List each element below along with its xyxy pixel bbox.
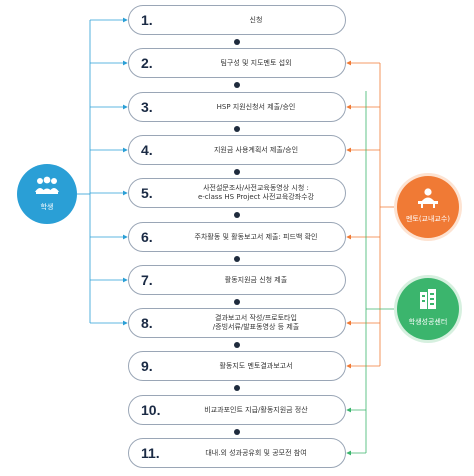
step-connector-dot [234, 81, 240, 88]
step-8: 8. 결과보고서 작성/프로토타입 /증빙서류/발표동영상 등 제출 [128, 308, 346, 338]
step-number: 8. [141, 315, 153, 331]
step-1: 1. 신청 [128, 5, 346, 35]
step-connector-dot [234, 168, 240, 175]
step-text: 대내.외 성과공유회 및 공모전 참여 [205, 448, 307, 457]
step-text: 지원금 사용계획서 제출/승인 [213, 145, 299, 154]
student-actor: 학생 [17, 164, 77, 224]
mentor-actor: 멘토(교내교수) [397, 176, 459, 238]
step-number: 1. [141, 12, 153, 28]
step-text: 팀구성 및 지도멘토 섭외 [220, 58, 292, 67]
step-connector-dot [234, 341, 240, 348]
step-7: 7. 활동지원금 신청 제출 [128, 265, 346, 295]
building-icon [420, 289, 436, 309]
step-6: 6. 주차활동 및 활동보고서 제출: 피드백 확인 [128, 222, 346, 252]
step-2: 2. 팀구성 및 지도멘토 섭외 [128, 48, 346, 78]
step-3: 3. HSP 지원신청서 제출/승인 [128, 92, 346, 122]
step-number: 4. [141, 142, 153, 158]
step-connector-dot [234, 384, 240, 391]
step-number: 2. [141, 55, 153, 71]
step-text: 활동지원금 신청 제출 [224, 275, 288, 284]
step-number: 9. [141, 358, 153, 374]
step-number: 10. [141, 402, 161, 418]
step-number: 7. [141, 272, 153, 288]
student-label: 학생 [40, 203, 54, 211]
step-text: 사전설문조사/사전교육동영상 시청 : e-class HS Project 사… [197, 184, 315, 201]
students-icon [35, 176, 59, 194]
center-actor: 학생성공센터 [397, 278, 459, 340]
step-text: 주차활동 및 활동보고서 제출: 피드백 확인 [194, 232, 318, 241]
step-text: 결과보고서 작성/프로토타입 /증빙서류/발표동영상 등 제출 [212, 314, 300, 331]
step-number: 5. [141, 185, 153, 201]
step-connector-dot [234, 38, 240, 45]
step-connector-dot [234, 428, 240, 435]
center-label: 학생성공센터 [408, 318, 448, 326]
step-connector-dot [234, 255, 240, 262]
step-connector-dot [234, 298, 240, 305]
step-11: 11. 대내.외 성과공유회 및 공모전 참여 [128, 438, 346, 468]
step-text: 비교과포인트 지급/활동지원금 정산 [204, 405, 308, 414]
mentor-label: 멘토(교내교수) [405, 215, 451, 223]
step-text: HSP 지원신청서 제출/승인 [216, 102, 296, 111]
step-connector-dot [234, 211, 240, 218]
step-connector-dot [234, 125, 240, 132]
step-number: 6. [141, 229, 153, 245]
step-text: 신청 [249, 15, 263, 24]
step-text: 활동지도 멘토결과보고서 [219, 361, 293, 370]
step-4: 4. 지원금 사용계획서 제출/승인 [128, 135, 346, 165]
step-5: 5. 사전설문조사/사전교육동영상 시청 : e-class HS Project… [128, 178, 346, 208]
step-number: 3. [141, 99, 153, 115]
step-10: 10. 비교과포인트 지급/활동지원금 정산 [128, 395, 346, 425]
step-9: 9. 활동지도 멘토결과보고서 [128, 351, 346, 381]
step-number: 11. [141, 445, 160, 461]
teacher-icon [418, 188, 438, 208]
